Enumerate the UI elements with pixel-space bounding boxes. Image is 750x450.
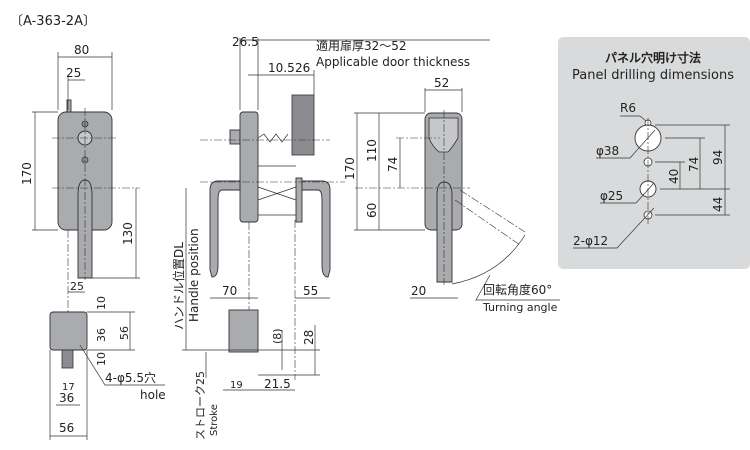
dim-8: (8) bbox=[271, 328, 284, 344]
front-view: 80 25 170 130 25 10 36 56 10 17 36 56 4-… bbox=[20, 43, 166, 440]
dim-10-bottom: 10 bbox=[95, 352, 108, 366]
dim-56-horiz: 56 bbox=[59, 421, 74, 435]
handle-position-en: Handle position bbox=[187, 228, 201, 322]
label-r6: R6 bbox=[620, 101, 636, 115]
panel-title-en: Panel drilling dimensions bbox=[572, 68, 734, 83]
dim-26: 26 bbox=[295, 61, 310, 75]
panel-box bbox=[558, 37, 750, 269]
turning-angle-jp: 回転角度60° bbox=[483, 282, 552, 297]
dim-10-top: 10 bbox=[95, 296, 108, 310]
door-thickness-en: Applicable door thickness bbox=[316, 55, 470, 69]
side-view: 26.5 10.5 26 適用扉厚32～52 Applicable door t… bbox=[171, 35, 490, 440]
bracket bbox=[49, 311, 88, 351]
dim-19: 19 bbox=[230, 380, 243, 391]
dim-36-horiz: 36 bbox=[59, 391, 74, 405]
dim-80: 80 bbox=[74, 43, 89, 57]
dim-52: 52 bbox=[434, 76, 449, 90]
label-phi25: φ25 bbox=[600, 189, 623, 203]
dim-10-5: 10.5 bbox=[268, 61, 295, 75]
label-phi38: φ38 bbox=[596, 144, 619, 158]
dim-130: 130 bbox=[121, 222, 135, 245]
dim-21-5: 21.5 bbox=[264, 377, 291, 391]
panel-drilling: パネル穴明け寸法 Panel drilling dimensions R6 φ3… bbox=[558, 37, 750, 269]
inner-handle bbox=[209, 180, 241, 278]
outer-handle bbox=[301, 180, 331, 278]
dim-17: 17 bbox=[62, 382, 75, 393]
hole-label: 4-φ5.5穴 bbox=[105, 370, 156, 385]
lock-body bbox=[291, 94, 315, 156]
dim-25: 25 bbox=[66, 66, 81, 80]
dim-94: 94 bbox=[711, 150, 725, 165]
dim-20: 20 bbox=[411, 284, 426, 298]
dim-55: 55 bbox=[303, 284, 318, 298]
stroke-jp: ストローク25 bbox=[194, 371, 207, 440]
dim-28: 28 bbox=[302, 330, 316, 345]
dim-56-vert: 56 bbox=[118, 326, 131, 340]
dim-74-panel: 74 bbox=[687, 157, 701, 172]
dim-110: 110 bbox=[365, 139, 379, 162]
dim-26-5: 26.5 bbox=[232, 35, 259, 49]
rear-handle bbox=[436, 181, 453, 283]
stroke-en: Stroke bbox=[209, 404, 220, 436]
dim-44: 44 bbox=[711, 197, 725, 212]
label-2-phi12: 2-φ12 bbox=[573, 234, 608, 248]
dim-74-rear: 74 bbox=[386, 157, 400, 172]
inner-plate bbox=[239, 111, 259, 223]
handle-position-jp: ハンドル位置DL bbox=[171, 242, 186, 330]
dim-60: 60 bbox=[365, 203, 379, 218]
dim-170-rear: 170 bbox=[343, 157, 357, 180]
door-thickness-jp: 適用扉厚32～52 bbox=[316, 38, 407, 53]
dim-25-rod: 25 bbox=[70, 280, 84, 293]
lower-box bbox=[228, 309, 259, 353]
dim-170: 170 bbox=[20, 162, 34, 185]
panel-title-jp: パネル穴明け寸法 bbox=[605, 50, 701, 65]
dim-36-vert: 36 bbox=[95, 328, 108, 342]
hole-label-en: hole bbox=[140, 388, 166, 402]
model-title: 〔A-363-2A〕 bbox=[10, 14, 96, 29]
dim-70: 70 bbox=[222, 284, 237, 298]
turning-angle-en: Turning angle bbox=[482, 301, 558, 314]
rear-view: 52 170 110 60 74 20 回転角度60° Turning angl… bbox=[343, 76, 560, 314]
bolt bbox=[61, 349, 74, 369]
dim-40: 40 bbox=[667, 169, 681, 184]
